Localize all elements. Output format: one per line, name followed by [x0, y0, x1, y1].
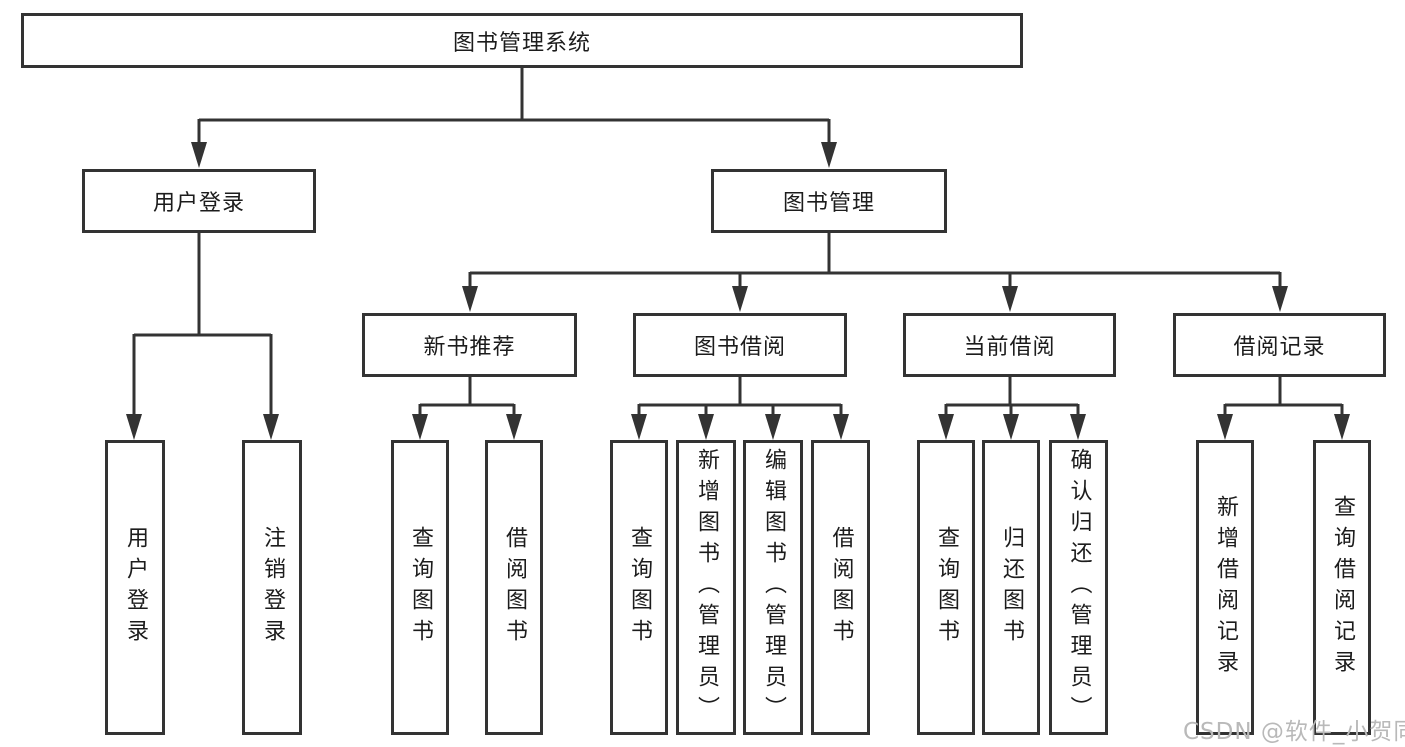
node-user-login: 用户登录 [82, 169, 316, 233]
node-leaf-query-borrow-record: 查询借阅记录 [1313, 440, 1371, 735]
node-label: 注销登录 [260, 525, 285, 650]
node-leaf-user-login: 用户登录 [105, 440, 165, 735]
node-label: 归还图书 [999, 525, 1024, 650]
connector-current-borrow-group [944, 376, 1080, 416]
connector-user-login-group [132, 232, 273, 416]
connector-book-borrow-group [637, 376, 843, 416]
node-label: 用户登录 [123, 525, 148, 650]
node-label: 编辑图书（管理员） [761, 448, 786, 727]
node-label: 确认归还（管理员） [1066, 448, 1092, 727]
node-current-borrowing: 当前借阅 [903, 313, 1116, 377]
node-leaf-edit-books-admin: 编辑图书（管理员） [743, 440, 803, 735]
node-label: 借阅图书 [502, 525, 527, 650]
node-leaf-logout: 注销登录 [242, 440, 302, 735]
node-label: 查询借阅记录 [1330, 494, 1355, 681]
node-leaf-confirm-return-admin: 确认归还（管理员） [1049, 440, 1108, 735]
node-label: 查询图书 [408, 525, 433, 650]
connector-borrow-record-group [1223, 376, 1344, 416]
node-leaf-borrow-books-recommend: 借阅图书 [485, 440, 543, 735]
connector-book-management-group [468, 232, 1282, 288]
node-label: 借阅图书 [828, 525, 854, 650]
node-label: 查询图书 [627, 525, 652, 650]
watermark: CSDN @软件_小贺同学 [1183, 719, 1405, 745]
node-book-borrowing: 图书借阅 [633, 313, 847, 377]
node-leaf-add-books-admin: 新增图书（管理员） [676, 440, 736, 735]
node-label: 查询图书 [934, 525, 959, 650]
node-label: 新增借阅记录 [1213, 494, 1238, 681]
node-leaf-query-books-recommend: 查询图书 [391, 440, 449, 735]
node-label: 新增图书（管理员） [694, 448, 719, 727]
node-new-book-recommend: 新书推荐 [362, 313, 577, 377]
node-leaf-query-books-borrow: 查询图书 [610, 440, 668, 735]
node-leaf-return-books: 归还图书 [982, 440, 1040, 735]
node-library-management-system: 图书管理系统 [21, 13, 1023, 68]
node-leaf-query-books-current: 查询图书 [917, 440, 975, 735]
node-book-management: 图书管理 [711, 169, 947, 233]
node-borrowing-records: 借阅记录 [1173, 313, 1386, 377]
connector-new-book-group [418, 376, 516, 416]
node-leaf-add-borrow-record: 新增借阅记录 [1196, 440, 1254, 735]
node-leaf-borrow-books: 借阅图书 [811, 440, 870, 735]
connector-root-to-level2 [197, 67, 831, 144]
